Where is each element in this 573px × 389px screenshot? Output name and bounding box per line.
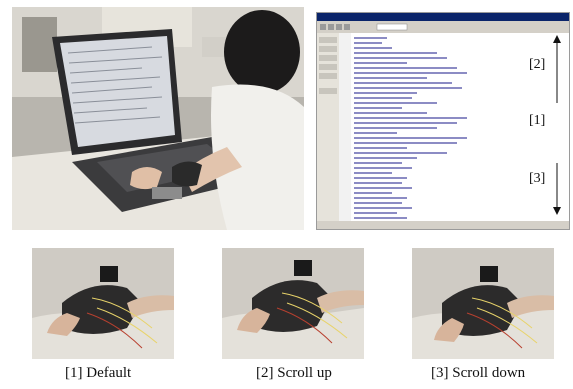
glove-scroll-down-illustration xyxy=(412,248,554,359)
caption-scroll-up: [2] Scroll up xyxy=(256,365,332,381)
glove-scroll-up-illustration xyxy=(222,248,364,359)
laptop-user-illustration xyxy=(12,7,304,230)
glove-photo-scroll-down xyxy=(412,248,554,359)
marker-scroll-down: [3] xyxy=(529,171,546,186)
glove-photo-default xyxy=(32,248,174,359)
glove-default-illustration xyxy=(32,248,174,359)
editor-window-illustration xyxy=(317,13,569,229)
marker-default: [1] xyxy=(529,113,546,128)
glove-photo-scroll-up xyxy=(222,248,364,359)
marker-scroll-up: [2] xyxy=(529,57,546,72)
laptop-user-photo xyxy=(12,7,304,230)
caption-scroll-down: [3] Scroll down xyxy=(431,365,526,381)
editor-screenshot: [2] [1] [3] xyxy=(316,12,570,230)
caption-default: [1] Default xyxy=(65,365,132,381)
